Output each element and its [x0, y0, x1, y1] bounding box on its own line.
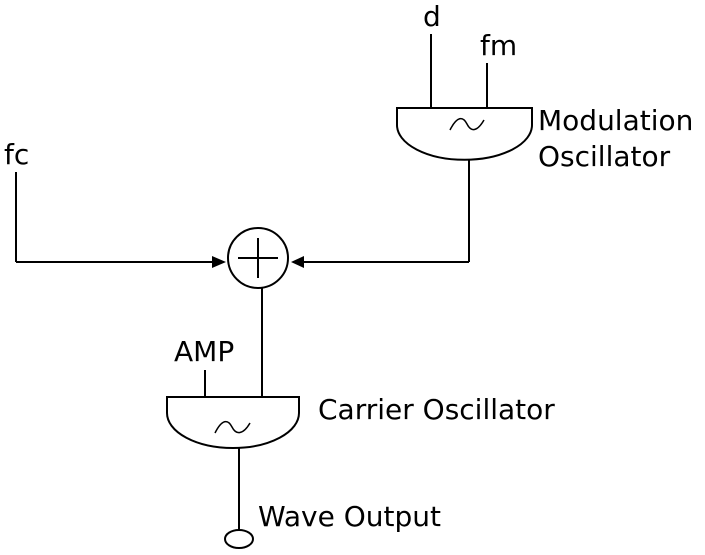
modulation-oscillator-label-line1: Modulation: [538, 104, 693, 137]
modulation-arrowhead-icon: [291, 256, 304, 268]
fc-arrowhead-icon: [212, 256, 226, 268]
d-input-label: d: [423, 0, 441, 33]
wave-output-terminal: [224, 529, 254, 549]
carrier-sine-wave-icon: [214, 420, 251, 434]
amp-input-label: AMP: [174, 335, 234, 368]
carrier-oscillator-label: Carrier Oscillator: [318, 393, 555, 426]
modulation-oscillator-block: [396, 107, 533, 161]
carrier-oscillator-block: [166, 396, 300, 449]
wave-output-label: Wave Output: [258, 500, 441, 533]
modulation-sine-wave-icon: [449, 117, 485, 131]
fm-input-label: fm: [480, 29, 517, 62]
fc-input-label: fc: [4, 138, 29, 171]
modulation-oscillator-label-line2: Oscillator: [538, 140, 671, 173]
